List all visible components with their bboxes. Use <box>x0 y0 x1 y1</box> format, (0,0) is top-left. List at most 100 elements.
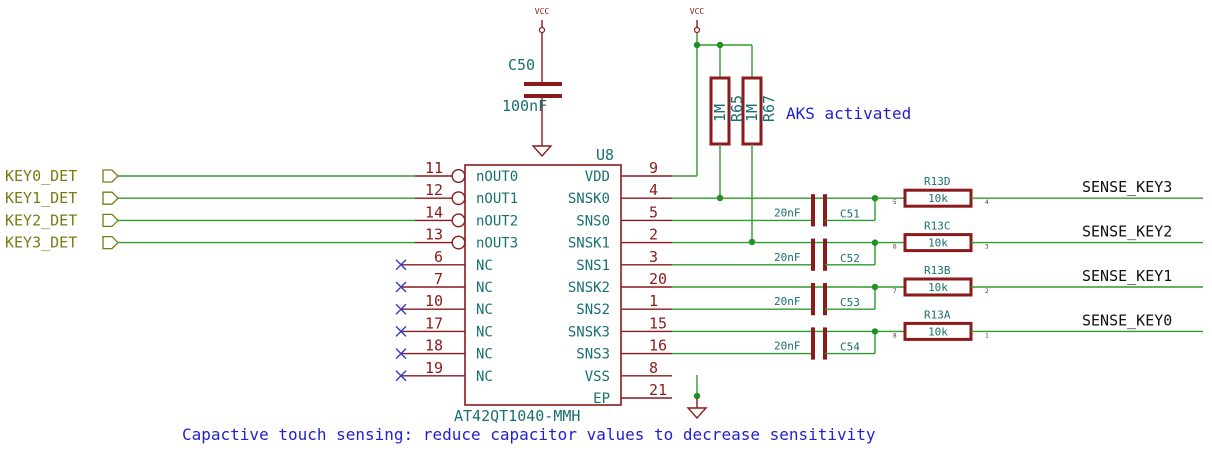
cap-ref: C52 <box>840 252 860 265</box>
resistor-value: 10k <box>928 237 948 250</box>
resistor-pin: 1 <box>985 332 989 339</box>
cap-value: 20nF <box>774 340 801 353</box>
cap-ref: C53 <box>840 296 860 309</box>
pin-number: 9 <box>649 159 658 177</box>
pin-name: NC <box>476 324 493 340</box>
net-label: SENSE_KEY2 <box>1082 223 1172 241</box>
pin-name: NC <box>476 302 493 318</box>
pin-name: nOUT2 <box>476 213 518 229</box>
pin-number: 7 <box>434 270 443 288</box>
global-label-text: KEY3_DET <box>5 234 77 252</box>
resistor-value: 10k <box>928 281 948 294</box>
no-connect-marker <box>395 281 407 293</box>
cap-ref: C51 <box>840 207 860 220</box>
pullup-resistors: VCC 1M R65 1M R67 AKS activated <box>690 7 911 246</box>
r65-ref: R65 <box>728 95 746 122</box>
r67-value: 1M <box>743 104 761 122</box>
inverted-output-bubble <box>451 168 466 183</box>
sense-network: 20nF C51 10k R13D 5 4 SENSE_KEY3 20nF C52 10k R13C… <box>672 175 1203 360</box>
resistor-pin: 2 <box>985 288 989 295</box>
pin-number: 10 <box>425 292 443 310</box>
c50-value: 100nF <box>502 97 547 115</box>
cap-value: 20nF <box>774 206 801 219</box>
ic-part: AT42QT1040-MMH <box>454 407 580 425</box>
footer-note: Capactive touch sensing: reduce capacito… <box>182 425 876 444</box>
ground-symbol <box>531 145 553 158</box>
no-connect-marker <box>395 370 407 382</box>
pin-name: SNSK1 <box>568 236 610 252</box>
pin-number: 11 <box>425 159 443 177</box>
pin-number: 8 <box>649 359 658 377</box>
global-label-key0-det: KEY0_DET <box>5 167 415 185</box>
ground-symbol-ic <box>686 407 708 420</box>
net-label: SENSE_KEY1 <box>1082 267 1172 285</box>
pin-name: nOUT0 <box>476 169 518 185</box>
cap-value: 20nF <box>774 295 801 308</box>
resistor-ref: R13D <box>924 175 951 188</box>
global-label-key3-det: KEY3_DET <box>5 234 415 252</box>
resistor-ref: R13B <box>924 264 951 277</box>
pin-name: EP <box>593 391 610 407</box>
resistor-pin: 5 <box>893 199 897 206</box>
cap-value: 20nF <box>774 251 801 264</box>
ic-left-pin: 11 nOUT0 <box>415 159 518 185</box>
c50-ref: C50 <box>508 56 535 74</box>
no-connect-marker <box>395 348 407 360</box>
global-label-text: KEY1_DET <box>5 189 77 207</box>
global-label-text: KEY0_DET <box>5 167 77 185</box>
pin-number: 18 <box>425 337 443 355</box>
resistor-pin: 4 <box>985 199 989 206</box>
global-label-key1-det: KEY1_DET <box>5 189 415 207</box>
inverted-output-bubble <box>451 191 466 206</box>
pin-name: SNS1 <box>576 258 610 274</box>
pin-name: NC <box>476 369 493 385</box>
r65-value: 1M <box>711 104 729 122</box>
inverted-output-bubble <box>451 213 466 228</box>
ic-ground <box>686 375 708 420</box>
pin-number: 2 <box>649 226 658 244</box>
pin-number: 17 <box>425 314 443 332</box>
vcc-label-right: VCC <box>690 7 705 16</box>
pin-name: NC <box>476 280 493 296</box>
ic-body <box>464 164 622 406</box>
no-connect-marker <box>395 325 407 337</box>
pin-name: SNS2 <box>576 302 610 318</box>
pin-name: VDD <box>585 169 610 185</box>
pin-number: 16 <box>649 337 667 355</box>
pin-number: 20 <box>649 270 667 288</box>
pin-number: 19 <box>425 359 443 377</box>
pin-name: VSS <box>585 369 610 385</box>
resistor-ref: R13C <box>924 220 951 233</box>
net-label: SENSE_KEY0 <box>1082 311 1172 329</box>
resistor-pin: 8 <box>893 332 897 339</box>
pin-number: 6 <box>434 248 443 266</box>
ic-ref: U8 <box>596 146 614 164</box>
pin-number: 14 <box>425 203 443 221</box>
no-connect-marker <box>395 259 407 271</box>
resistor-value: 10k <box>928 325 948 338</box>
pin-name: NC <box>476 347 493 363</box>
inverted-output-bubble <box>451 235 466 250</box>
resistor-pin: 7 <box>893 288 897 295</box>
pin-number: 15 <box>649 314 667 332</box>
net-label: SENSE_KEY3 <box>1082 178 1172 196</box>
pin-number: 21 <box>649 381 667 399</box>
